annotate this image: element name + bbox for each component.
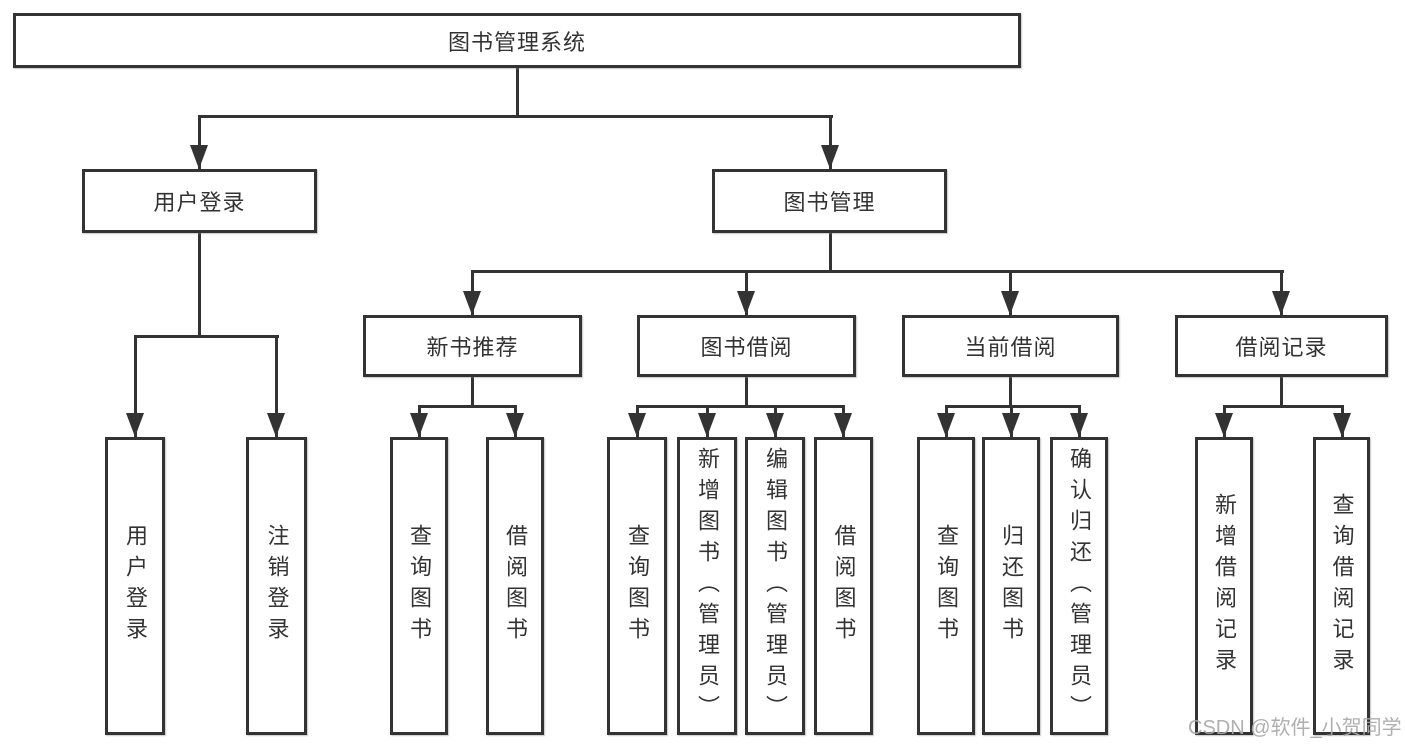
connector (945, 405, 1081, 408)
connector (198, 115, 833, 118)
leaf-label: 查询图书 (625, 524, 650, 648)
leaf-user-login: 用户登录 (105, 437, 165, 735)
arrow-down-icon (1070, 413, 1088, 437)
leaf-label: 借阅图书 (503, 524, 528, 648)
connector (198, 233, 201, 337)
connector (471, 377, 474, 407)
connector (471, 270, 1284, 273)
leaf-cb-confirm-return-admin: 确认归还（管理员） (1050, 437, 1108, 735)
connector (134, 335, 137, 437)
connector (418, 405, 517, 408)
arrow-down-icon (737, 291, 755, 315)
node-new-book-recommend: 新书推荐 (363, 315, 582, 377)
node-book-borrowing: 图书借阅 (637, 315, 856, 377)
leaf-bb-add-books-admin: 新增图书（管理员） (677, 437, 737, 735)
connector (1223, 405, 1344, 408)
arrow-down-icon (267, 413, 285, 437)
leaf-nbr-query-books: 查询图书 (390, 437, 448, 735)
arrow-down-icon (126, 413, 144, 437)
arrow-down-icon (1002, 413, 1020, 437)
leaf-label: 借阅图书 (831, 524, 857, 648)
arrow-down-icon (834, 413, 852, 437)
connector (275, 335, 278, 437)
node-root-label: 图书管理系统 (447, 29, 586, 55)
arrow-down-icon (410, 413, 428, 437)
leaf-nbr-borrow-books: 借阅图书 (486, 437, 544, 735)
connector (636, 405, 845, 408)
connector (1280, 377, 1283, 407)
leaf-label: 查询图书 (934, 524, 959, 648)
node-label: 图书借阅 (700, 335, 793, 360)
node-user-login: 用户登录 (82, 169, 317, 233)
connector (134, 335, 279, 338)
arrow-down-icon (628, 413, 646, 437)
connector (829, 233, 832, 272)
arrow-down-icon (937, 413, 955, 437)
node-current-borrowing: 当前借阅 (902, 315, 1119, 377)
arrow-down-icon (698, 413, 716, 437)
leaf-label: 新增借阅记录 (1212, 493, 1237, 679)
arrow-down-icon (190, 145, 208, 169)
connector (198, 115, 201, 169)
leaf-label: 查询借阅记录 (1329, 493, 1355, 679)
node-label: 图书管理 (783, 190, 876, 215)
connector (829, 115, 832, 169)
leaf-label: 编辑图书（管理员） (763, 446, 788, 726)
arrow-down-icon (506, 413, 524, 437)
leaf-bb-query-books: 查询图书 (607, 437, 667, 735)
arrow-down-icon (1333, 413, 1351, 437)
leaf-label: 确认归还（管理员） (1067, 446, 1092, 726)
node-label: 用户登录 (153, 190, 246, 215)
node-book-management: 图书管理 (712, 169, 947, 233)
leaf-cb-query-books: 查询图书 (917, 437, 975, 735)
node-borrowing-records: 借阅记录 (1175, 315, 1388, 377)
leaf-bb-borrow-books: 借阅图书 (814, 437, 873, 735)
leaf-label: 用户登录 (123, 524, 148, 648)
leaf-cb-return-books: 归还图书 (982, 437, 1040, 735)
csdn-watermark: CSDN @软件_小贺同学 (1188, 717, 1402, 739)
leaf-br-query-record: 查询借阅记录 (1313, 437, 1370, 735)
arrow-down-icon (1001, 291, 1019, 315)
node-root: 图书管理系统 (13, 13, 1021, 68)
node-label: 新书推荐 (426, 335, 519, 360)
leaf-br-add-record: 新增借阅记录 (1195, 437, 1253, 735)
arrow-down-icon (463, 291, 481, 315)
arrow-down-icon (821, 145, 839, 169)
leaf-label: 新增图书（管理员） (695, 446, 720, 726)
arrow-down-icon (766, 413, 784, 437)
arrow-down-icon (1272, 291, 1290, 315)
leaf-bb-edit-books-admin: 编辑图书（管理员） (745, 437, 805, 735)
leaf-logout: 注销登录 (246, 437, 307, 735)
leaf-label: 注销登录 (264, 524, 290, 648)
leaf-label: 查询图书 (407, 524, 432, 648)
connector (516, 66, 519, 118)
connector (745, 377, 748, 407)
node-label: 借阅记录 (1235, 335, 1328, 360)
connector (1009, 377, 1012, 407)
leaf-label: 归还图书 (999, 524, 1024, 648)
node-label: 当前借阅 (964, 335, 1057, 360)
arrow-down-icon (1215, 413, 1233, 437)
